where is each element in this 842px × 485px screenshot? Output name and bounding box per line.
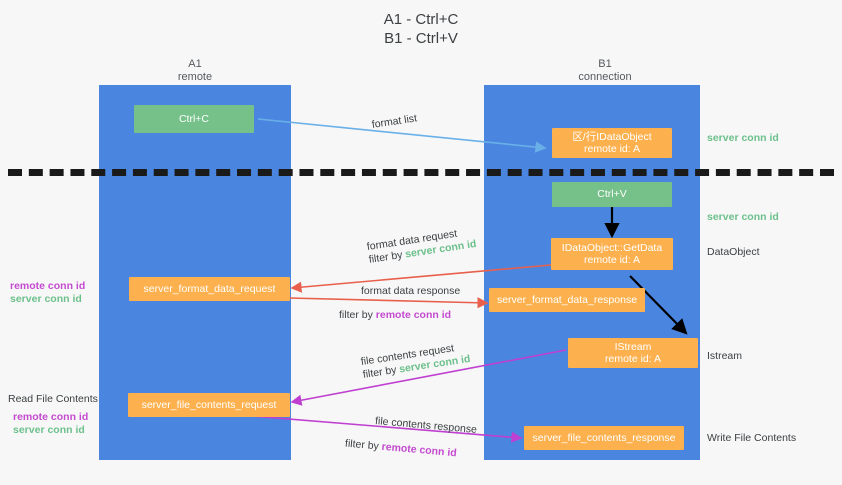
box-getdata-sub: remote id: A xyxy=(583,254,641,266)
box-set-dataobject-label: 区/行IDataObject xyxy=(572,130,652,143)
edge-label-format-list: format list xyxy=(371,112,418,132)
status-badge-server-conn-id-2: server conn id xyxy=(707,211,779,223)
box-istream-sub: remote id: A xyxy=(604,353,662,365)
edge-label-format-data-request: format data request filter by server con… xyxy=(366,225,477,267)
box-file-contents-request-label: server_file_contents_request xyxy=(141,398,277,411)
phase-divider xyxy=(8,169,834,176)
status-badge-remote-conn-id-1: remote conn id xyxy=(10,280,86,292)
label-read-file-contents: Read File Contents xyxy=(8,393,98,405)
status-badge-remote-conn-id-2: remote conn id xyxy=(13,411,89,423)
box-ctrl-c[interactable]: Ctrl+C xyxy=(134,105,254,133)
box-format-data-request[interactable]: server_format_data_request xyxy=(129,277,290,301)
edge-label-file-contents-request: file contents request filter by server c… xyxy=(360,340,471,382)
edge-label-format-list-text: format list xyxy=(371,112,418,131)
box-set-dataobject-sub: remote id: A xyxy=(583,143,641,155)
page-title: A1 - Ctrl+C B1 - Ctrl+V xyxy=(0,10,842,48)
box-getdata-label: IDataObject::GetData xyxy=(561,241,663,254)
status-badge-server-conn-id-1: server conn id xyxy=(707,132,779,144)
box-istream[interactable]: IStream remote id: A xyxy=(568,338,698,368)
filter-prefix: filter by xyxy=(339,309,376,321)
box-format-data-response[interactable]: server_format_data_response xyxy=(489,288,645,312)
box-ctrl-v-label: Ctrl+V xyxy=(597,188,627,201)
column-header-a1: A1 remote xyxy=(150,58,240,84)
edge-label-file-contents-response-filter: filter by remote conn id xyxy=(344,438,475,462)
box-istream-label: IStream xyxy=(614,340,652,353)
box-format-data-request-label: server_format_data_request xyxy=(143,282,276,295)
edge-label-file-contents-response: file contents response filter by remote … xyxy=(345,415,478,462)
column-header-a1-sub: remote xyxy=(177,71,213,83)
label-write-file-contents: Write File Contents xyxy=(707,432,797,444)
box-file-contents-response[interactable]: server_file_contents_response xyxy=(524,426,684,450)
status-badge-server-conn-id-4: server conn id xyxy=(13,424,85,436)
column-header-a1-name: A1 xyxy=(188,58,202,70)
edge-label-format-data-response: format data response filter by remote co… xyxy=(339,285,461,322)
filter-value: remote conn id xyxy=(381,440,458,460)
filter-prefix: filter by xyxy=(344,437,383,453)
title-line-2: B1 - Ctrl+V xyxy=(384,30,458,47)
edge-label-format-data-response-filter: filter by remote conn id xyxy=(339,309,460,322)
column-header-b1: B1 connection xyxy=(560,58,650,84)
label-dataobject: DataObject xyxy=(707,246,760,258)
box-getdata[interactable]: IDataObject::GetData remote id: A xyxy=(551,238,673,270)
title-line-1: A1 - Ctrl+C xyxy=(383,11,459,28)
edge-label-file-contents-response-text: file contents response xyxy=(374,415,478,436)
filter-value: remote conn id xyxy=(375,309,452,321)
column-header-b1-sub: connection xyxy=(578,71,632,83)
box-ctrl-v[interactable]: Ctrl+V xyxy=(552,182,672,207)
box-ctrl-c-label: Ctrl+C xyxy=(178,112,210,125)
label-istream: Istream xyxy=(707,350,743,362)
column-header-b1-name: B1 xyxy=(598,58,612,70)
edge-label-format-data-response-text: format data response xyxy=(361,285,461,297)
status-badge-server-conn-id-3: server conn id xyxy=(10,293,82,305)
box-set-dataobject[interactable]: 区/行IDataObject remote id: A xyxy=(552,128,672,158)
box-file-contents-response-label: server_file_contents_response xyxy=(532,431,676,444)
box-format-data-response-label: server_format_data_response xyxy=(496,293,638,306)
box-file-contents-request[interactable]: server_file_contents_request xyxy=(128,393,290,417)
